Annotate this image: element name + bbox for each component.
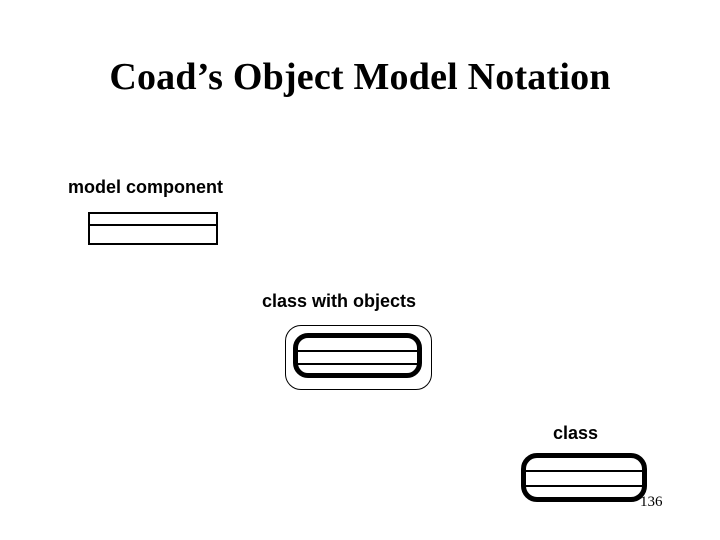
shape-class-with-objects-inner-class [293,333,422,378]
page-title: Coad’s Object Model Notation [109,56,611,98]
class-with-objects-divider-upper [298,350,417,352]
model-component-header-divider [90,224,216,226]
class-divider-lower [526,485,642,487]
shape-model-component [88,212,218,245]
shape-class [521,453,647,502]
notation-label-class-with-objects: class with objects [262,291,417,311]
class-with-objects-divider-lower [298,363,417,365]
page-number: 136 [640,494,663,510]
notation-label-class: class [553,423,599,443]
class-divider-upper [526,470,642,472]
notation-label-model-component: model component [68,177,224,197]
